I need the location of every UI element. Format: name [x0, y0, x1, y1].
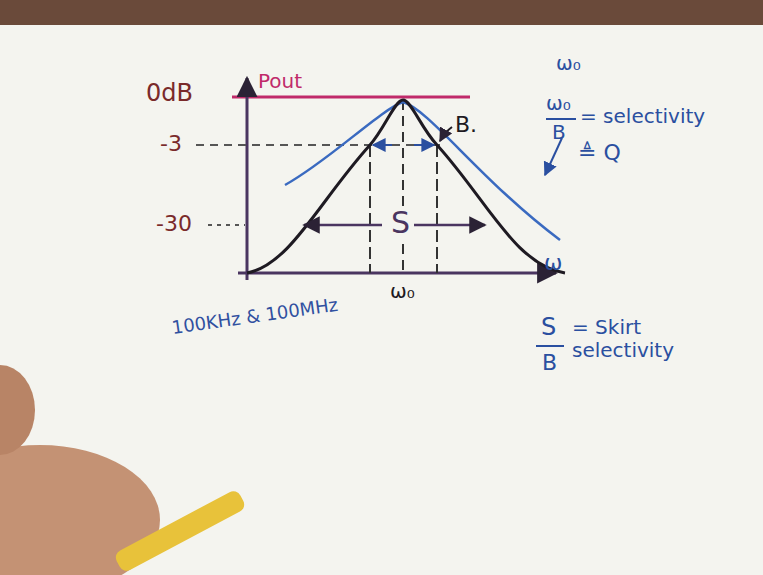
bandwidth-arrow — [373, 144, 392, 146]
center-frequency-label: ω₀ — [390, 280, 415, 303]
fraction-numerator: S — [541, 314, 556, 342]
fraction-numerator: ω₀ — [546, 92, 571, 115]
level-label: 0dB — [146, 80, 193, 108]
y-axis — [246, 78, 249, 280]
center-line — [402, 100, 404, 273]
note: = selectivity — [580, 105, 705, 128]
axis-label: ω — [544, 250, 562, 275]
level-label: -3 — [160, 131, 182, 156]
fraction-denominator: B — [542, 350, 557, 375]
marker-pen — [113, 488, 247, 573]
leader-line — [440, 127, 452, 141]
note: ω₀ — [556, 52, 581, 75]
note: = Skirt selectivity — [572, 316, 682, 362]
reference-line — [232, 96, 470, 99]
note: ≜ Q — [578, 140, 621, 165]
bandwidth-label: B. — [455, 112, 477, 137]
top-band — [0, 0, 763, 25]
skirt-arrow — [304, 224, 382, 227]
minus-3-level — [196, 144, 440, 146]
bandwidth-edge — [369, 145, 371, 273]
hand — [0, 365, 35, 455]
bandwidth-arrow — [414, 144, 434, 146]
level-label: -30 — [156, 211, 192, 236]
x-axis — [238, 272, 556, 275]
response-curve — [247, 100, 565, 273]
skirt-arrow — [414, 224, 485, 227]
skirt-label: S — [388, 206, 413, 241]
minus-30-level — [208, 224, 245, 226]
frequency-note: 100KHz & 100MHz — [171, 295, 340, 339]
fraction-denominator: B — [552, 121, 566, 144]
fraction-bar — [536, 345, 564, 347]
bandwidth-edge — [436, 145, 438, 273]
fraction-bar — [546, 118, 576, 120]
power-label: Pout — [258, 70, 302, 93]
